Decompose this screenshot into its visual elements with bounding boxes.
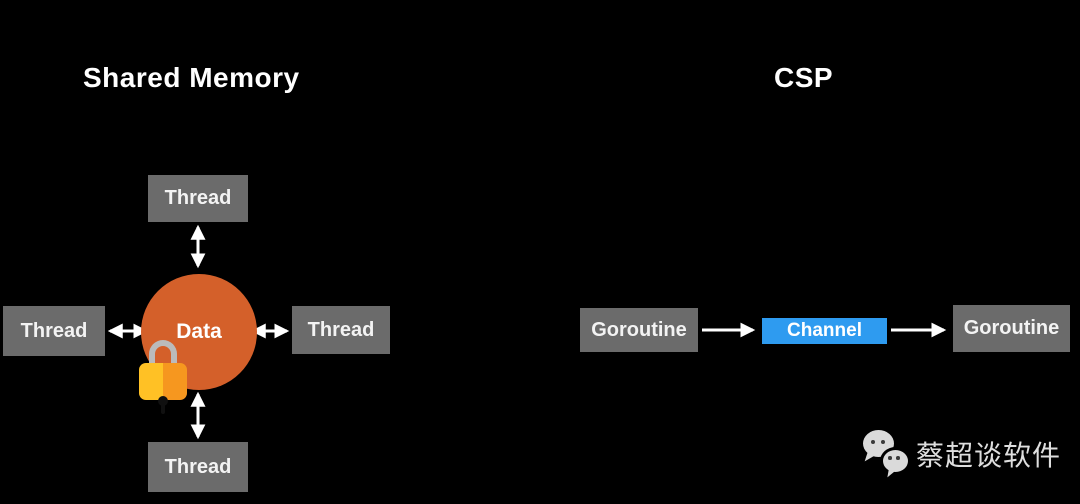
padlock-body: [139, 363, 187, 414]
thread-node-top: Thread: [148, 175, 248, 222]
channel-node: Channel: [762, 318, 887, 344]
wechat-bubble-eye: [881, 440, 885, 444]
goroutine-node-left: Goroutine: [580, 308, 698, 352]
wechat-bubble-eye: [896, 456, 900, 460]
padlock-icon: [139, 340, 187, 414]
padlock-keyhole: [158, 396, 168, 414]
brand-watermark-text: 蔡超谈软件: [916, 440, 1062, 471]
padlock-shackle: [149, 340, 177, 367]
wechat-bubble-eye: [871, 440, 875, 444]
csp-title: CSP: [774, 62, 834, 93]
wechat-icon: [863, 430, 911, 475]
goroutine-node-right: Goroutine: [953, 305, 1070, 352]
thread-node-right: Thread: [292, 306, 390, 354]
thread-node-bottom: Thread: [148, 442, 248, 492]
thread-node-left: Thread: [3, 306, 105, 356]
shared-memory-title: Shared Memory: [83, 62, 300, 93]
wechat-bubble-eye: [888, 456, 892, 460]
wechat-bubble-small: [880, 447, 911, 475]
